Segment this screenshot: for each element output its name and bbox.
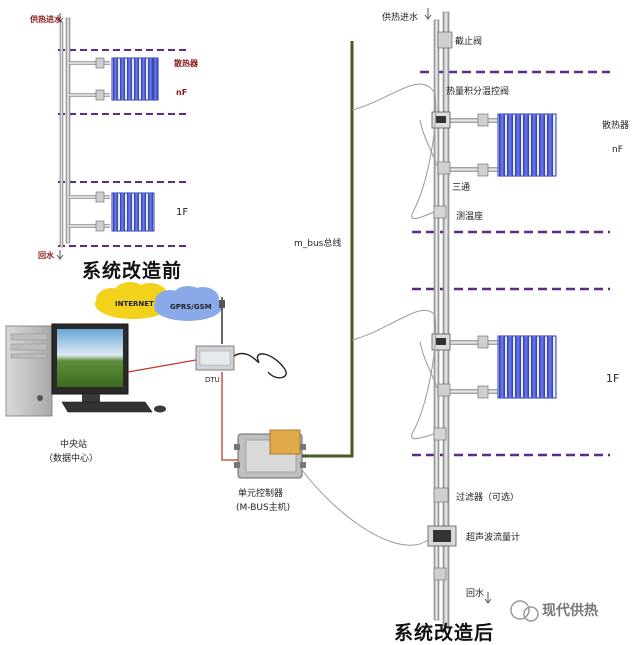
after-title: 系统改造后 (394, 622, 495, 644)
radiator-icon (497, 335, 557, 399)
flow-arrow-icon (424, 8, 432, 20)
valve-icon (477, 335, 489, 349)
valve-icon (95, 191, 105, 203)
after-retrofit-diagram (301, 8, 610, 627)
central-station-title: 中央站 (60, 440, 88, 450)
sensor-cable (351, 309, 437, 440)
filter-icon (433, 487, 449, 503)
before-floor-1f: 1F (176, 207, 189, 218)
tee-icon (437, 161, 451, 175)
after-floor-1f: 1F (606, 372, 620, 385)
stop-valve-label: 截止阀 (455, 37, 483, 47)
filter-label: 过滤器（可选） (456, 493, 520, 503)
controller-title: 单元控制器 (238, 489, 284, 499)
before-floor-nf: nF (176, 88, 188, 97)
flow-arrow-icon (484, 592, 492, 604)
branch-pipe (68, 61, 110, 65)
gprs-cloud-icon (154, 286, 222, 321)
dtu-device-icon (195, 297, 287, 379)
valve-icon (477, 163, 489, 177)
after-supply-label: 供热进水 (382, 13, 419, 23)
sensor-cable (419, 119, 438, 167)
flowmeter-label: 超声波流量计 (466, 533, 521, 543)
watermark-logo-icon (510, 600, 539, 622)
sensor-cable (419, 341, 438, 389)
supply-riser-before (65, 17, 71, 244)
branch-pipe (446, 389, 498, 394)
return-riser-before (59, 21, 64, 248)
before-title: 系统改造前 (82, 260, 183, 282)
stop-valve-icon (437, 31, 453, 49)
floor-lines-before (58, 49, 190, 247)
valve-icon (477, 113, 489, 127)
tee-icon (437, 383, 451, 397)
watermark-text: 现代供热 (542, 603, 598, 619)
m-bus-line (302, 41, 354, 458)
dtu-cable (127, 359, 197, 373)
three-way-label: 三通 (452, 183, 471, 193)
flowmeter-cable (301, 469, 429, 546)
after-radiator-label: 散热器 (602, 121, 630, 131)
controller-subtitle: (M-BUS主机) (236, 503, 291, 513)
branch-pipe (68, 224, 110, 228)
after-floor-nf: nF (612, 145, 623, 155)
unit-controller-icon (234, 429, 306, 479)
valve-icon (477, 385, 489, 399)
ultrasonic-flowmeter-icon (427, 525, 457, 547)
radiator-icon (111, 57, 159, 101)
sensor-cable (351, 83, 437, 219)
branch-pipe (68, 195, 110, 199)
valve-icon (95, 89, 105, 101)
flow-arrow-icon (56, 13, 64, 23)
before-return-label: 回水 (38, 251, 54, 260)
controller-cable (221, 372, 240, 461)
branch-pipe (446, 340, 498, 345)
dtu-label: DTU (205, 376, 220, 384)
branch-pipe (68, 93, 110, 97)
before-retrofit-diagram (56, 13, 190, 260)
valve-icon (433, 567, 447, 581)
branch-pipe (446, 167, 498, 172)
return-riser-after (433, 19, 440, 621)
after-return-label: 回水 (466, 589, 485, 599)
central-station-subtitle: （数据中心） (44, 454, 99, 464)
radiator-icon (497, 113, 557, 177)
temp-sensor-seat-icon (433, 205, 447, 219)
valve-icon (95, 57, 105, 69)
before-supply-label: 供热进水 (30, 15, 62, 24)
gprs-label: GPRS/GSM (170, 303, 212, 311)
valve-icon (95, 220, 105, 232)
radiator-icon (111, 192, 155, 232)
supply-riser-after (442, 11, 450, 627)
branch-pipe (446, 118, 498, 123)
central-station-computer-icon (5, 323, 166, 417)
before-radiator-label: 散热器 (174, 59, 198, 68)
internet-label: INTERNET (115, 300, 154, 308)
temp-sensor-seat-icon (433, 427, 447, 441)
temp-seat-label: 测温座 (456, 212, 484, 222)
flow-arrow-icon (56, 250, 64, 260)
heat-valve-label: 热量积分温控阀 (446, 87, 510, 97)
m-bus-label: m_bus总线 (294, 239, 342, 249)
